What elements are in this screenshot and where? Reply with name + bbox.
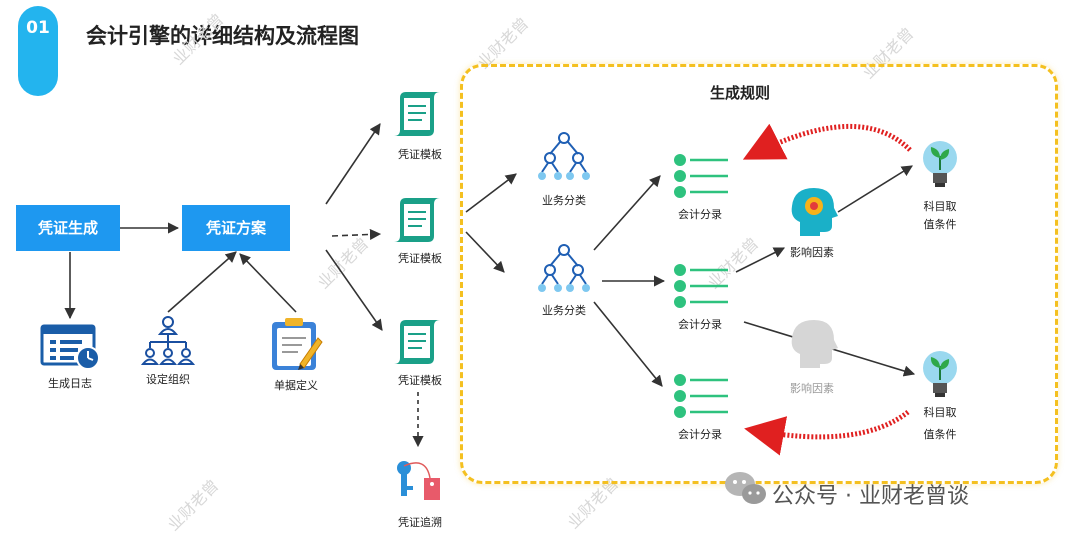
arrow-cat2-to-entry3 [593, 301, 663, 387]
clipboard-icon [272, 318, 323, 370]
log-icon [40, 324, 100, 370]
condition-label-line2: 值条件 [923, 428, 957, 441]
scroll-icon [394, 320, 440, 364]
bulb-plant-icon [923, 351, 957, 397]
arrow-plan-to-t1 [325, 123, 381, 205]
wechat-icon [725, 472, 766, 504]
section-badge [18, 6, 58, 96]
biz-category-label: 业务分类 [542, 194, 586, 207]
scroll-icon [394, 198, 440, 242]
section-number: 01 [26, 18, 50, 38]
key-tag-icon [397, 461, 440, 500]
doc-def-label: 单据定义 [274, 379, 318, 392]
red-arrow-bottom [744, 410, 910, 456]
set-org-label: 设定组织 [146, 373, 190, 386]
arrow-org-to-plan [167, 251, 237, 313]
entry-label: 会计分录 [678, 318, 722, 331]
head-gear-icon [791, 188, 838, 236]
template-label: 凭证模板 [398, 148, 442, 161]
biz-category-label: 业务分类 [542, 304, 586, 317]
voucher-plan-box: 凭证方案 [182, 205, 290, 251]
scroll-icon [394, 92, 440, 136]
voucher-generation-box: 凭证生成 [16, 205, 120, 251]
template-label: 凭证模板 [398, 252, 442, 265]
red-arrow-top [742, 123, 912, 160]
arrow-doc-to-plan [239, 253, 297, 313]
arrow-plan-to-t3 [325, 249, 383, 331]
arrow-t2-to-cat2 [465, 231, 505, 273]
head-gray-icon [791, 320, 838, 368]
entry-list-icon [674, 154, 728, 198]
entry-list-icon [674, 264, 728, 308]
rules-title: 生成规则 [710, 84, 771, 102]
page-title: 会计引擎的详细结构及流程图 [86, 24, 359, 48]
tree-icon [538, 244, 590, 292]
arrow-factor1-to-cond1 [837, 165, 913, 213]
gen-log-label: 生成日志 [48, 377, 92, 390]
tree-icon [538, 132, 590, 180]
arrow-t2-to-cat1 [465, 173, 517, 213]
factor-label: 影响因素 [790, 246, 834, 259]
condition-label-line2: 值条件 [923, 218, 957, 231]
rules-frame [460, 64, 1058, 484]
arrow-entry2-to-factor1 [735, 247, 786, 273]
arrow-plan-to-t2 [331, 228, 382, 241]
condition-label-line1: 科目取 [923, 200, 957, 213]
org-icon [140, 316, 196, 365]
factor-label: 影响因素 [790, 382, 834, 395]
entry-label: 会计分录 [678, 208, 722, 221]
condition-label-line1: 科目取 [923, 406, 957, 419]
entry-list-icon [674, 374, 728, 418]
footer-account: 公众号 · 业财老曾谈 [772, 484, 969, 509]
trace-label: 凭证追溯 [398, 516, 442, 529]
bulb-plant-icon [923, 141, 957, 187]
entry-label: 会计分录 [678, 428, 722, 441]
template-label: 凭证模板 [398, 374, 442, 387]
arrow-cat2-to-entry1 [593, 175, 661, 251]
